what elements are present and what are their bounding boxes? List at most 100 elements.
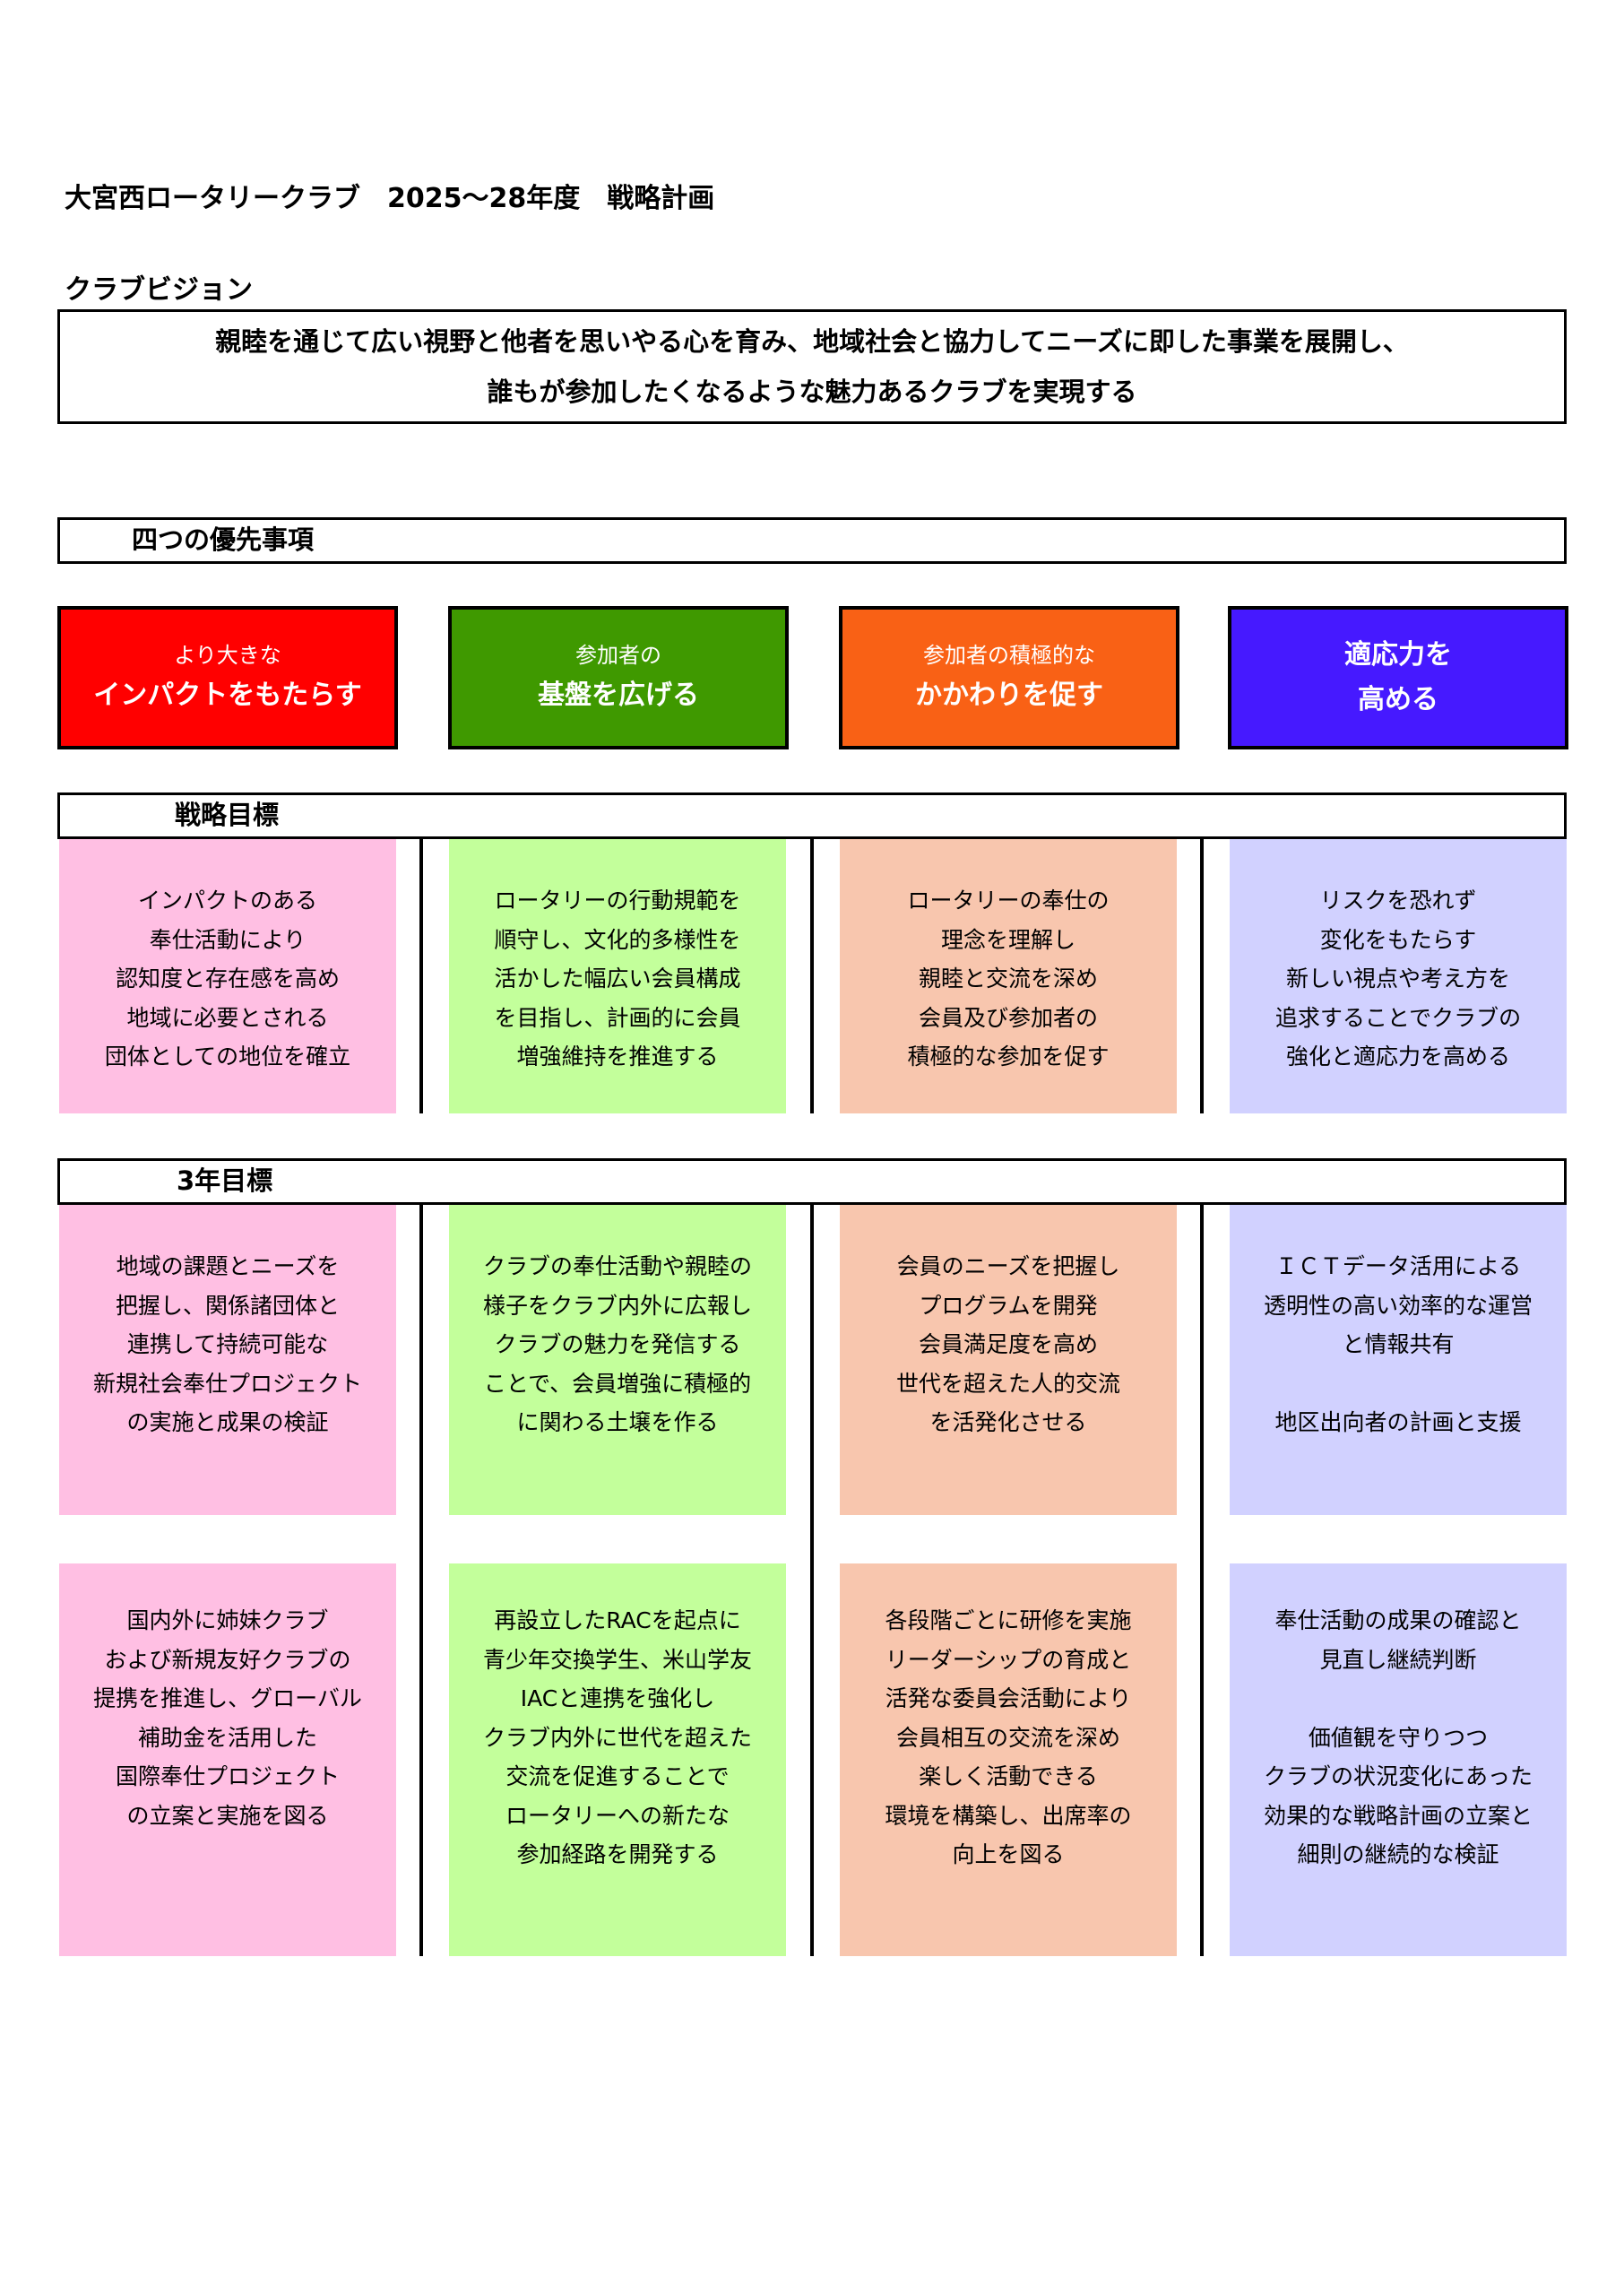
cell-line: 国際奉仕プロジェクト — [115, 1763, 340, 1789]
cell-line: 会員満足度を高め — [918, 1331, 1098, 1357]
cell-line: 透明性の高い効率的な運営 — [1263, 1292, 1533, 1319]
vision-box: 親睦を通じて広い視野と他者を思いやる心を育み、地域社会と協力してニーズに即した事… — [57, 309, 1567, 424]
priority-main: 基盤を広げる — [538, 680, 699, 711]
cell-line: 会員及び参加者の — [918, 1004, 1098, 1031]
cell-line: および新規友好クラブの — [104, 1646, 351, 1673]
cell-line: ＩＣＴデータ活用による — [1274, 1253, 1522, 1279]
cell-line: 楽しく活動できる — [919, 1763, 1098, 1789]
document-title: 大宮西ロータリークラブ 2025～28年度 戦略計画 — [65, 183, 715, 214]
cell-line: 奉仕活動の成果の確認と — [1274, 1607, 1522, 1633]
three-year-goal-cell-r1-1: 地域の課題とニーズを 把握し、関係諸団体と 連携して持続可能な 新規社会奉仕プロ… — [59, 1205, 396, 1515]
three-year-goal-cell-r2-3: 各段階ごとに研修を実施 リーダーシップの育成と 活発な委員会活動により 会員相互… — [840, 1563, 1177, 1956]
cell-line: 把握し、関係諸団体と — [115, 1292, 340, 1319]
cell-line: 向上を図る — [952, 1841, 1065, 1867]
cell-line: 見直し継続判断 — [1319, 1646, 1477, 1673]
priority-box-impact: より大きな インパクトをもたらす — [57, 606, 398, 749]
three-year-goal-cell-r1-4: ＩＣＴデータ活用による 透明性の高い効率的な運営 と情報共有 地区出向者の計画と… — [1230, 1205, 1567, 1515]
column-divider — [810, 1205, 814, 1956]
three-year-goal-cell-r1-3: 会員のニーズを把握し プログラムを開発 会員満足度を高め 世代を超えた人的交流 … — [840, 1205, 1177, 1515]
cell-line: 会員のニーズを把握し — [896, 1253, 1120, 1279]
cell-line: ロータリーの奉仕の — [907, 888, 1110, 914]
cell-line: 補助金を活用した — [137, 1724, 317, 1751]
cell-line: クラブ内外に世代を超えた — [482, 1724, 752, 1751]
cell-line: 青少年交換学生、米山学友 — [482, 1646, 752, 1673]
strategic-goals-header-bar: 戦略目標 — [57, 792, 1567, 839]
cell-line: クラブの状況変化にあった — [1263, 1763, 1533, 1789]
cell-line: 参加経路を開発する — [516, 1841, 719, 1867]
cell-line: クラブの魅力を発信する — [494, 1331, 741, 1357]
cell-line: リスクを恐れず — [1319, 888, 1477, 914]
vision-line: 親睦を通じて広い視野と他者を思いやる心を育み、地域社会と協力してニーズに即した事… — [215, 326, 1409, 357]
priority-main: インパクトをもたらす — [93, 680, 362, 711]
cell-line: 会員相互の交流を深め — [895, 1724, 1120, 1751]
cell-line: 地区出向者の計画と支援 — [1274, 1409, 1522, 1435]
priority-box-engagement: 参加者の積極的な かかわりを促す — [839, 606, 1179, 749]
cell-line: 提携を推進し、グローバル — [93, 1685, 362, 1711]
strategic-goal-cell-4: リスクを恐れず 変化をもたらす 新しい視点や考え方を 追求することでクラブの 強… — [1230, 839, 1567, 1113]
priority-box-adaptability: 適応力を 高める — [1228, 606, 1568, 749]
cell-line: 様子をクラブ内外に広報し — [482, 1292, 752, 1319]
three-year-goal-cell-r2-4: 奉仕活動の成果の確認と 見直し継続判断 価値観を守りつつ クラブの状況変化にあっ… — [1230, 1563, 1567, 1956]
column-divider — [1200, 839, 1204, 1113]
cell-line: 理念を理解し — [940, 926, 1075, 953]
priorities-header: 四つの優先事項 — [132, 524, 315, 555]
cell-line: 新規社会奉仕プロジェクト — [92, 1370, 362, 1397]
priority-sub: 参加者の積極的な — [923, 643, 1095, 668]
priorities-header-bar: 四つの優先事項 — [57, 517, 1567, 564]
cell-line: 価値観を守りつつ — [1308, 1724, 1489, 1751]
three-year-goals-header: 3年目標 — [177, 1165, 273, 1196]
cell-line: 認知度と存在感を高め — [115, 966, 340, 992]
cell-line: プログラムを開発 — [919, 1292, 1098, 1319]
column-divider — [810, 839, 814, 1113]
cell-line: 環境を構築し、出席率の — [885, 1802, 1132, 1829]
cell-line: 交流を促進することで — [505, 1763, 730, 1789]
three-year-goals-header-bar: 3年目標 — [57, 1158, 1567, 1205]
cell-line: 追求することでクラブの — [1274, 1004, 1522, 1031]
cell-line: インパクトのある — [137, 888, 317, 914]
cell-line: 各段階ごとに研修を実施 — [885, 1607, 1132, 1633]
priority-box-base: 参加者の 基盤を広げる — [448, 606, 789, 749]
cell-line: に関わる土壌を作る — [516, 1409, 719, 1435]
cell-line: 細則の継続的な検証 — [1297, 1841, 1499, 1867]
priority-sub: 参加者の — [575, 643, 661, 668]
priority-main: かかわりを促す — [915, 680, 1103, 711]
cell-line: 地域の課題とニーズを — [116, 1253, 340, 1279]
cell-line: 連携して持続可能な — [126, 1331, 329, 1357]
vision-line: 誰もが参加したくなるような魅力あるクラブを実現する — [487, 377, 1137, 407]
cell-line: クラブの奉仕活動や親睦の — [482, 1253, 752, 1279]
strategic-goals-header: 戦略目標 — [175, 800, 280, 830]
cell-line: 増強維持を推進する — [516, 1044, 719, 1070]
cell-line: 再設立したRACを起点に — [494, 1607, 741, 1633]
column-divider — [419, 1205, 423, 1956]
cell-line: を活発化させる — [929, 1409, 1087, 1435]
cell-line: IACと連携を強化し — [520, 1685, 715, 1711]
cell-line: 親睦と交流を深め — [918, 966, 1098, 992]
cell-line: 国内外に姉妹クラブ — [126, 1607, 329, 1633]
cell-line: ことで、会員増強に積極的 — [483, 1370, 752, 1397]
cell-line: ロータリーの行動規範を — [494, 888, 741, 914]
priority-sub: より大きな — [174, 643, 281, 668]
vision-label: クラブビジョン — [65, 274, 253, 306]
cell-line: 世代を超えた人的交流 — [895, 1370, 1120, 1397]
cell-line: を目指し、計画的に会員 — [494, 1004, 741, 1031]
cell-line: 変化をもたらす — [1319, 926, 1477, 953]
cell-line: 積極的な参加を促す — [907, 1044, 1110, 1070]
cell-line: 地域に必要とされる — [126, 1004, 329, 1031]
column-divider — [419, 839, 423, 1113]
three-year-goal-cell-r2-2: 再設立したRACを起点に 青少年交換学生、米山学友 IACと連携を強化し クラブ… — [449, 1563, 786, 1956]
strategic-goal-cell-2: ロータリーの行動規範を 順守し、文化的多様性を 活かした幅広い会員構成 を目指し… — [449, 839, 786, 1113]
cell-line: ロータリーへの新たな — [505, 1802, 730, 1829]
three-year-goal-cell-r2-1: 国内外に姉妹クラブ および新規友好クラブの 提携を推進し、グローバル 補助金を活… — [59, 1563, 396, 1956]
cell-line: 奉仕活動により — [149, 926, 307, 953]
cell-line: 順守し、文化的多様性を — [494, 926, 741, 953]
strategic-goal-cell-3: ロータリーの奉仕の 理念を理解し 親睦と交流を深め 会員及び参加者の 積極的な参… — [840, 839, 1177, 1113]
cell-line: の実施と成果の検証 — [126, 1409, 329, 1435]
cell-line: 強化と適応力を高める — [1285, 1044, 1510, 1070]
cell-line: と情報共有 — [1342, 1331, 1455, 1357]
cell-line: リーダーシップの育成と — [885, 1646, 1132, 1673]
cell-line: 活発な委員会活動により — [885, 1685, 1132, 1711]
strategic-goal-cell-1: インパクトのある 奉仕活動により 認知度と存在感を高め 地域に必要とされる 団体… — [59, 839, 396, 1113]
cell-line: 効果的な戦略計画の立案と — [1263, 1802, 1533, 1829]
priority-main: 適応力を 高める — [1344, 639, 1452, 715]
cell-line: の立案と実施を図る — [126, 1802, 329, 1829]
